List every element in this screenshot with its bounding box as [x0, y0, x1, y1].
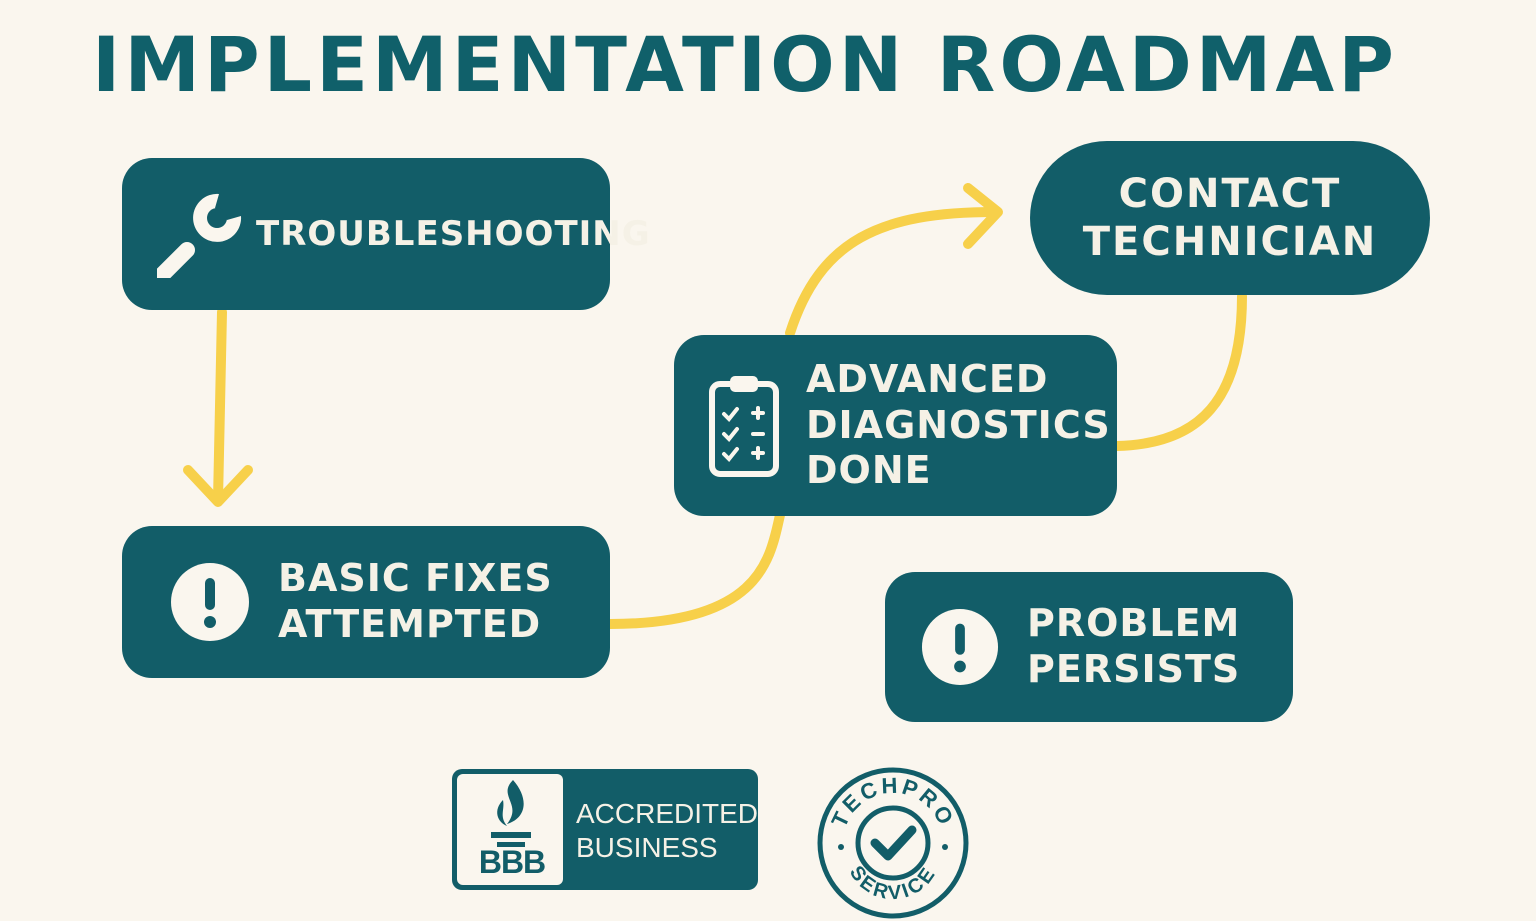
arrowhead-down	[183, 465, 253, 507]
page-title: IMPLEMENTATION ROADMAP	[92, 20, 1398, 109]
arrow-contact-to-advanced	[1112, 291, 1247, 451]
exclamation-icon	[921, 608, 999, 686]
arrow-basic-fixes-to-advanced	[605, 510, 785, 629]
step-label-line: DIAGNOSTICS	[806, 402, 1111, 447]
torch-flame-icon	[491, 780, 531, 847]
step-label-line: PERSISTS	[1027, 647, 1241, 691]
step-basic-fixes: BASIC FIXES ATTEMPTED	[122, 526, 610, 678]
arrow-troubleshooting-to-basic-fixes	[213, 307, 227, 505]
step-label-line: TECHNICIAN	[1082, 219, 1378, 265]
arrow-advanced-to-contact	[785, 207, 1000, 338]
bbb-text-line: ACCREDITED	[576, 798, 759, 829]
step-label-line: PROBLEM	[1027, 601, 1241, 646]
bbb-accredited-badge: BBB ACCREDITED BUSINESS	[452, 769, 758, 890]
step-problem-persists: PROBLEM PERSISTS	[885, 572, 1293, 722]
step-label-line: ATTEMPTED	[278, 602, 542, 646]
step-label-line: ADVANCED	[806, 357, 1049, 402]
arrowhead-right	[963, 183, 1003, 249]
techpro-service-seal: TECHPRO SERVICE	[817, 767, 969, 919]
step-advanced-diagnostics: ADVANCED DIAGNOSTICS DONE	[674, 335, 1117, 516]
bbb-logo: BBB	[457, 774, 563, 885]
step-label-line: CONTACT	[1118, 171, 1342, 217]
step-troubleshooting: TROUBLESHOOTING	[122, 158, 650, 310]
step-label: TROUBLESHOOTING	[256, 213, 651, 254]
checkmark-icon	[870, 825, 917, 861]
bbb-logo-text: BBB	[478, 844, 546, 880]
step-label-line: DONE	[806, 448, 932, 493]
step-contact-technician: CONTACT TECHNICIAN	[1030, 141, 1430, 295]
clipboard-checklist-icon	[708, 374, 780, 478]
exclamation-icon	[170, 562, 250, 642]
step-label-line: BASIC FIXES	[278, 556, 553, 601]
wrench-icon	[156, 190, 246, 278]
bbb-text-line: BUSINESS	[576, 831, 718, 863]
